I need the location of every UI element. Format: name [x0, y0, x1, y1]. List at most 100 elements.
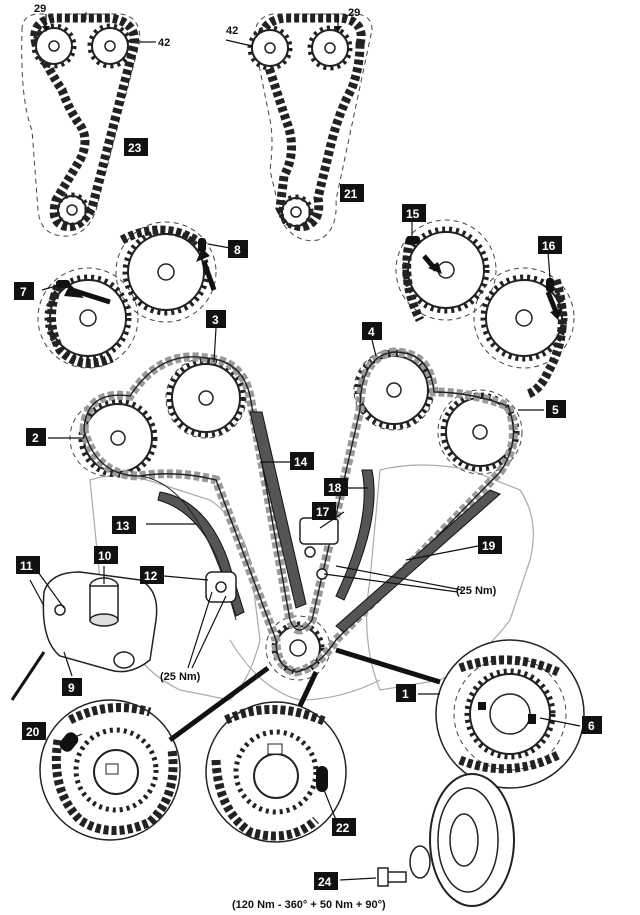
detail-22-mark-link: [316, 766, 328, 792]
right-intake-sprocket-teeth: [247, 25, 293, 71]
svg-text:6: 6: [588, 719, 595, 733]
callouts: 1 2 3 4 5 6 7 8 9 10 11 12 13 14 15 16 1…: [14, 138, 602, 890]
svg-text:8: 8: [234, 243, 241, 257]
right-exhaust-sprocket-hub: [324, 42, 336, 54]
crank-detail-chain-bottom: [458, 749, 563, 774]
crank-detail-mark-a: [478, 702, 486, 710]
guide-19: [335, 489, 501, 633]
torque-label-left: (25 Nm): [160, 671, 201, 683]
left-cam-detail-circle-b: [115, 221, 217, 323]
primary-chain-assembly: [69, 347, 523, 681]
svg-text:12: 12: [144, 569, 158, 583]
crank-sprocket-hub: [289, 639, 307, 657]
engine-outline-right: [366, 464, 534, 691]
callout-15: 15: [402, 204, 426, 222]
leader-24: [339, 877, 377, 881]
primary-sprocket-5-teeth: [440, 392, 520, 472]
callout-11: 11: [16, 556, 40, 574]
torque-label-right: (25 Nm): [456, 585, 497, 597]
left-detail-arrow-b: [201, 261, 217, 291]
svg-text:9: 9: [68, 681, 75, 695]
tensioner-pin-hole: [54, 604, 66, 616]
leader-torque-right-a: [335, 565, 463, 591]
leader-6: [539, 717, 581, 727]
crank-detail-chain-top: [458, 655, 560, 677]
right-detail-arrowhead-b: [550, 308, 562, 320]
callout-4: 4: [362, 322, 382, 340]
left-assembly-outline: [21, 13, 141, 237]
callout-22: 22: [332, 818, 356, 836]
svg-text:1: 1: [402, 687, 409, 701]
right-secondary-chain-assembly: 29 42: [225, 7, 373, 242]
guide-18: [335, 469, 375, 601]
svg-text:24: 24: [318, 875, 332, 889]
svg-text:21: 21: [344, 187, 358, 201]
left-secondary-chain-assembly: 29 42: [21, 3, 170, 237]
right-detail-mark-link-a: [406, 236, 420, 244]
detail-20-chain: [51, 739, 178, 835]
callout-3: 3: [206, 310, 226, 328]
leader-lines: [29, 220, 581, 881]
primary-sprocket-4-hub: [386, 382, 402, 398]
right-detail-chain-b: [526, 278, 567, 399]
left-cam-detail: [37, 221, 217, 369]
svg-text:2: 2: [32, 431, 39, 445]
detail-20-chain-top: [67, 703, 152, 725]
detail-20-key: [105, 763, 119, 775]
callout-24: 24: [314, 872, 338, 890]
tensioner-piston-bottom: [89, 613, 119, 627]
left-detail-arrow-a: [71, 287, 111, 305]
left-dim-arrowhead: [42, 26, 50, 32]
right-detail-arrowhead-a: [428, 262, 442, 274]
leader-22: [323, 789, 337, 821]
svg-text:19: 19: [482, 539, 496, 553]
locking-pin-11: [10, 651, 46, 701]
crank-bolt-head: [377, 867, 389, 887]
callout-21: 21: [340, 184, 364, 202]
callout-14: 14: [290, 452, 314, 470]
right-lower-sprocket-teeth: [278, 194, 314, 230]
right-detail-sprocket-b-hub: [515, 309, 533, 327]
leader-9: [63, 651, 73, 677]
right-side-dimension: 42: [226, 25, 238, 37]
tensioner-17-body: [299, 517, 339, 545]
right-cam-detail-circle-a: [395, 219, 497, 321]
left-detail-sprocket-a-hub: [79, 309, 97, 327]
leader-8: [207, 243, 231, 249]
leader-torque-right-b: [323, 573, 459, 593]
right-side-leader: [225, 39, 253, 47]
primary-sprocket-2-hub: [110, 430, 126, 446]
detail-22-key: [267, 743, 283, 755]
primary-chain-outline: [83, 351, 515, 673]
callout-5: 5: [546, 400, 566, 418]
left-lower-sprocket-hub: [66, 204, 78, 216]
svg-text:5: 5: [552, 403, 559, 417]
fixed-guide-14: [249, 411, 307, 609]
detail-22-chain-top: [224, 705, 328, 727]
leader-20: [67, 733, 83, 741]
crank-detail-mark-b: [528, 714, 536, 724]
callout-13: 13: [112, 516, 136, 534]
svg-text:11: 11: [20, 559, 33, 573]
leader-torque-left-b: [191, 595, 227, 669]
callout-17: 17: [312, 502, 336, 520]
hydraulic-tensioner-assembly: [10, 571, 158, 701]
right-dim-arrowhead: [334, 26, 342, 32]
left-cam-detail-circle-a: [37, 267, 139, 369]
right-detail-sprocket-b-teeth: [480, 274, 568, 362]
right-detail-arrow-b: [545, 291, 559, 313]
crank-detail-1-6: [435, 639, 585, 789]
detail-22-sprocket: [253, 753, 299, 799]
callout-19: 19: [478, 536, 502, 554]
left-side-dimension: 42: [158, 37, 170, 49]
callout-20: 20: [22, 722, 46, 740]
left-detail-arrowhead-b: [196, 248, 210, 262]
crank-detail-22: [205, 701, 347, 843]
tensioner-bore: [113, 651, 135, 669]
svg-text:20: 20: [26, 725, 40, 739]
detail-link-20: [168, 665, 270, 743]
crank-pulley-hub: [449, 813, 479, 867]
torque-label-crank-bolt: (120 Nm - 360° + 50 Nm + 90°): [232, 899, 386, 911]
right-intake-sprocket-hub: [264, 42, 276, 54]
